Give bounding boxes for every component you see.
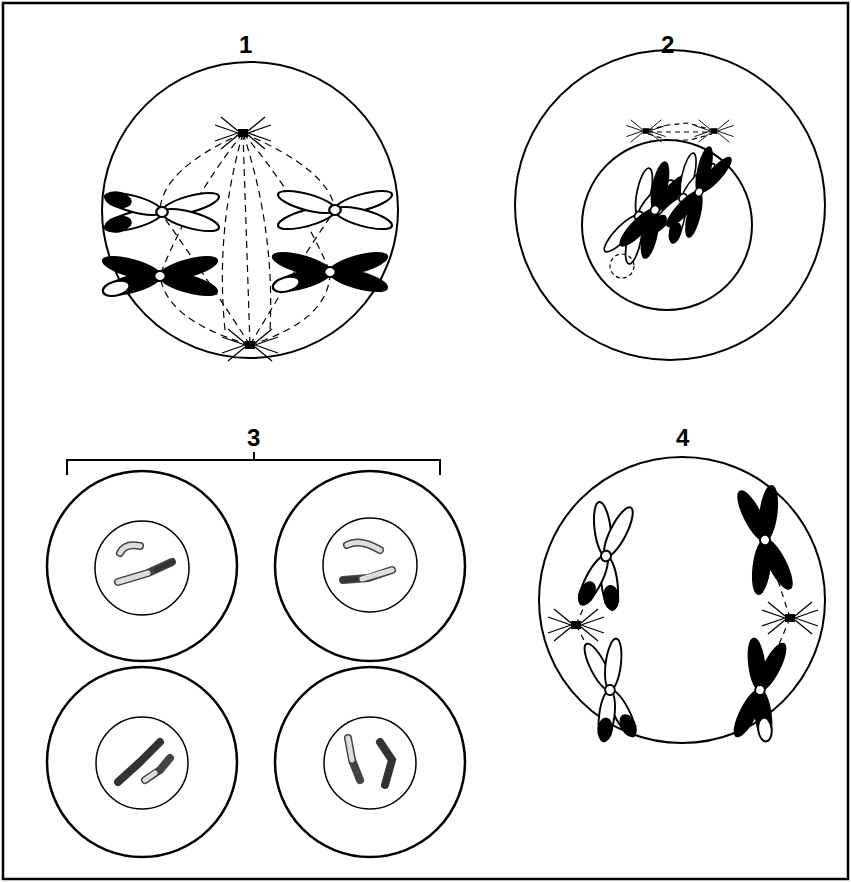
callout-number: 1 bbox=[239, 33, 252, 57]
cell-group-3 bbox=[47, 452, 465, 857]
cell-1 bbox=[100, 62, 398, 361]
cell-4 bbox=[539, 457, 825, 745]
callout-number: 4 bbox=[676, 426, 689, 450]
callout-number: 2 bbox=[661, 33, 674, 57]
callout-number: 3 bbox=[247, 426, 260, 450]
cell-2 bbox=[515, 50, 825, 360]
